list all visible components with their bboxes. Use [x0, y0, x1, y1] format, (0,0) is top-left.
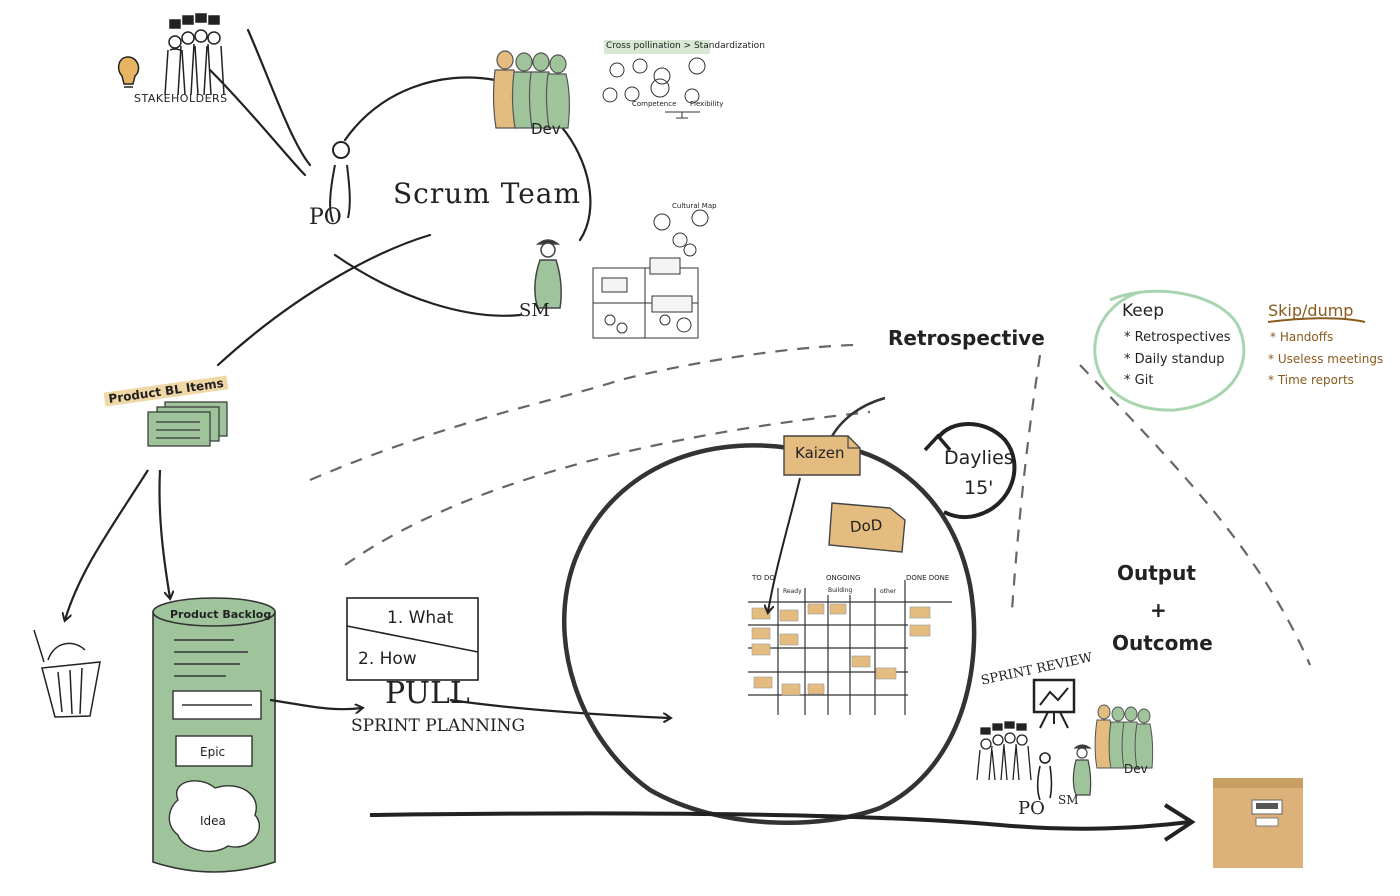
board-ongoing-label: ONGOING	[826, 574, 861, 582]
board-building-label: Building	[828, 587, 853, 594]
review-po-label: PO	[1018, 798, 1045, 819]
skip-item: * Handoffs	[1270, 330, 1334, 344]
review-stakeholders	[976, 721, 1032, 781]
dod-label: DoD	[849, 515, 883, 537]
board-ready-label: Ready	[783, 588, 802, 595]
po-figure	[329, 141, 351, 223]
board-todo-label: TO DO	[752, 574, 775, 582]
keep-circle	[1093, 289, 1246, 412]
sprint-planning-card	[346, 597, 479, 681]
skip-item: * Useless meetings	[1268, 352, 1384, 366]
keep-item: * Daily standup	[1124, 352, 1225, 367]
output-box-icon	[1213, 778, 1303, 868]
review-dev-label: Dev	[1124, 762, 1148, 776]
stakeholders-figures	[164, 13, 225, 96]
cultural-map-label: Cultural Map	[672, 202, 717, 210]
cross-pollination-label: Cross pollination > Standardization	[606, 41, 765, 51]
plus-label: +	[1150, 598, 1167, 622]
cultural-map-sketch	[592, 209, 709, 339]
daylies-cycle-arrow	[923, 422, 1017, 520]
backlog-arrows	[65, 469, 170, 620]
kaizen-arrow	[768, 477, 801, 612]
review-po-figure	[1036, 752, 1053, 801]
competence-label: Competence	[632, 100, 677, 108]
sprint-review-easel-icon	[1032, 678, 1076, 729]
daylies-duration: 15'	[964, 477, 994, 499]
task-board	[748, 580, 952, 715]
flexibility-label: Flexibility	[690, 100, 724, 108]
scrum-team-label: Scrum Team	[393, 177, 582, 210]
sprint-loop	[561, 396, 977, 825]
kaizen-tag	[783, 435, 861, 476]
planning-arrows	[269, 698, 670, 718]
what-label: 1. What	[387, 608, 454, 628]
dev-figures	[492, 50, 570, 129]
product-backlog-cylinder	[152, 597, 276, 873]
skip-underline	[1267, 317, 1366, 323]
keep-item: * Retrospectives	[1124, 330, 1231, 345]
pull-label: PULL	[385, 676, 470, 711]
dod-tag	[828, 502, 906, 553]
delivery-arrow	[369, 803, 1196, 842]
po-label: PO	[309, 205, 342, 230]
keep-label: Keep	[1122, 301, 1165, 321]
how-label: 2. How	[358, 649, 417, 669]
cross-pollination-sketch	[602, 40, 710, 119]
board-done-done-label: DONE DONE	[906, 574, 950, 582]
retrospective-title: Retrospective	[888, 326, 1045, 350]
outcome-label: Outcome	[1112, 631, 1213, 655]
product-backlog-label: Product Backlog	[170, 608, 272, 621]
skip-item: * Time reports	[1268, 373, 1354, 387]
review-sm-figure	[1072, 744, 1092, 796]
sm-figure	[534, 239, 562, 309]
lightbulb-icon	[117, 56, 140, 88]
daylies-label: Daylies	[944, 447, 1014, 469]
output-label: Output	[1117, 561, 1196, 585]
trash-icon	[33, 629, 101, 718]
sprint-planning-label: SPRINT PLANNING	[351, 716, 526, 736]
keep-item: * Git	[1124, 373, 1154, 388]
sm-label: SM	[519, 300, 550, 321]
review-sm-label: SM	[1058, 793, 1079, 807]
sprint-cone-dashed	[309, 343, 1312, 666]
idea-label: Idea	[200, 814, 226, 828]
stakeholders-label: STAKEHOLDERS	[134, 92, 228, 105]
epic-label: Epic	[200, 745, 226, 759]
skip-label: Skip/dump	[1268, 301, 1354, 320]
board-other-label: other	[880, 588, 896, 595]
kaizen-label: Kaizen	[795, 444, 845, 462]
dev-label: Dev	[531, 120, 561, 138]
product-bl-items-cards	[147, 401, 228, 447]
review-dev-figures	[1094, 704, 1154, 769]
